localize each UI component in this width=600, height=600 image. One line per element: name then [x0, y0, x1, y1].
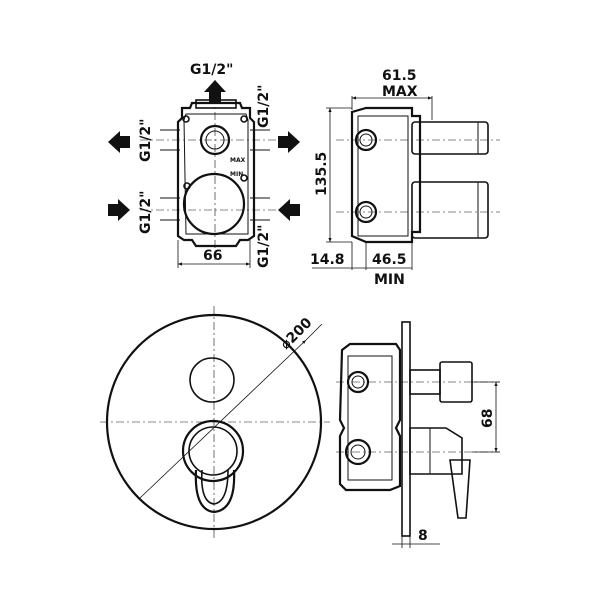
- min-mark: MIN: [230, 171, 243, 178]
- left-top-port-label: G1/2": [138, 119, 154, 162]
- assembly-side-view: 68 8: [336, 321, 500, 548]
- left-bottom-port-label: G1/2": [138, 191, 154, 234]
- height-dim: 135.5: [314, 152, 330, 196]
- arrow-left-icon: [108, 131, 130, 153]
- arrow-in-left-icon: [108, 199, 130, 221]
- side-view: 61.5 MAX 135.5 14.8 46.5 MIN: [310, 68, 500, 288]
- depth-min-dim: 46.5: [372, 252, 407, 268]
- depth-back-dim: 14.8: [310, 252, 345, 268]
- plate-dim: 8: [418, 528, 428, 544]
- right-bottom-port-label: G1/2": [256, 225, 272, 268]
- diameter-dim: ⌀200: [278, 315, 316, 353]
- depth-min-label: MIN: [374, 272, 405, 288]
- width-dim: 66: [203, 248, 222, 264]
- front-view: MAX MIN G1/2" G1/2" G1/2" G1/2" G1/2" 66: [108, 62, 300, 268]
- depth-max-dim: 61.5: [382, 68, 417, 84]
- arrow-up-icon: [204, 80, 226, 102]
- top-port-label: G1/2": [190, 62, 233, 78]
- max-mark: MAX: [230, 157, 246, 164]
- right-top-port-label: G1/2": [256, 85, 272, 128]
- arrow-right-icon: [278, 131, 300, 153]
- arrow-in-right-icon: [278, 199, 300, 221]
- depth-max-label: MAX: [382, 84, 418, 100]
- plate-view: ⌀200: [100, 306, 330, 540]
- spacing-dim: 68: [480, 409, 496, 428]
